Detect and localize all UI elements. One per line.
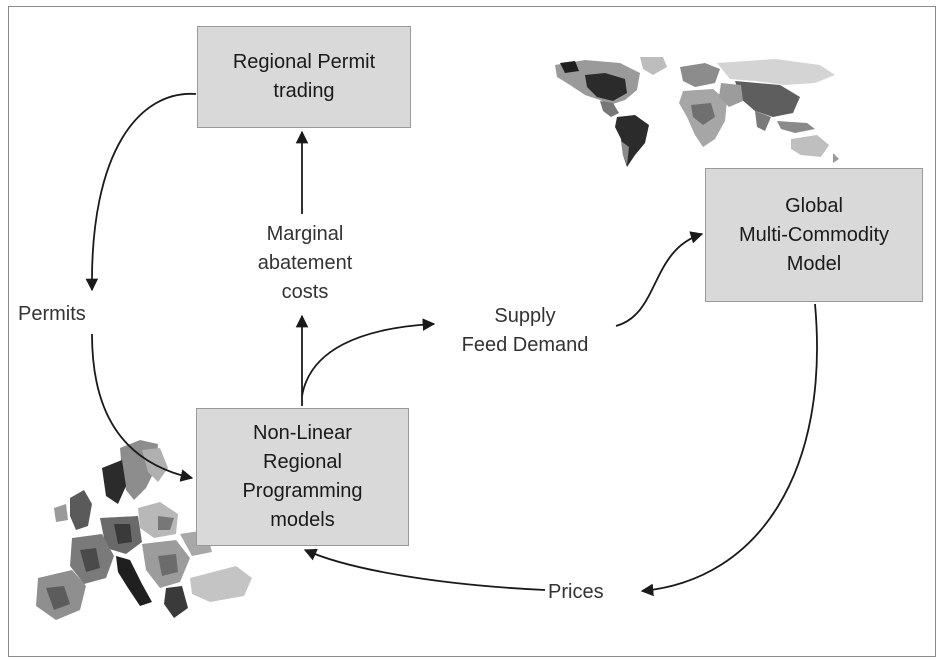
arrow-permit-to-permits [85,93,197,292]
global-model-label: Global Multi-Commodity Model [738,194,890,275]
regional-permit-trading-label: Regional Permit trading [232,51,376,102]
global-model-box: Global Multi-Commodity Model [705,168,923,302]
prices-label: Prices [548,581,604,603]
regional-permit-trading-box: Regional Permit trading [197,26,411,128]
arrow-prices-to-nonlinear [303,548,546,591]
arrow-nonlinear-to-supply [301,318,436,397]
arrow-global-to-prices [640,303,818,597]
marginal-abatement-costs-label: Marginal abatement costs [257,223,353,303]
world-map-icon [555,57,839,167]
arrow-permits-to-nonlinear [91,333,194,482]
nonlinear-models-box: Non-Linear Regional Programming models [196,408,409,546]
nonlinear-models-label: Non-Linear Regional Programming models [242,422,363,531]
diagram-frame [8,6,936,657]
arrow-supply-to-global [615,231,704,327]
europe-map-icon [36,440,252,620]
permits-label: Permits [18,303,86,325]
supply-feed-demand-label: Supply Feed Demand [461,305,589,356]
